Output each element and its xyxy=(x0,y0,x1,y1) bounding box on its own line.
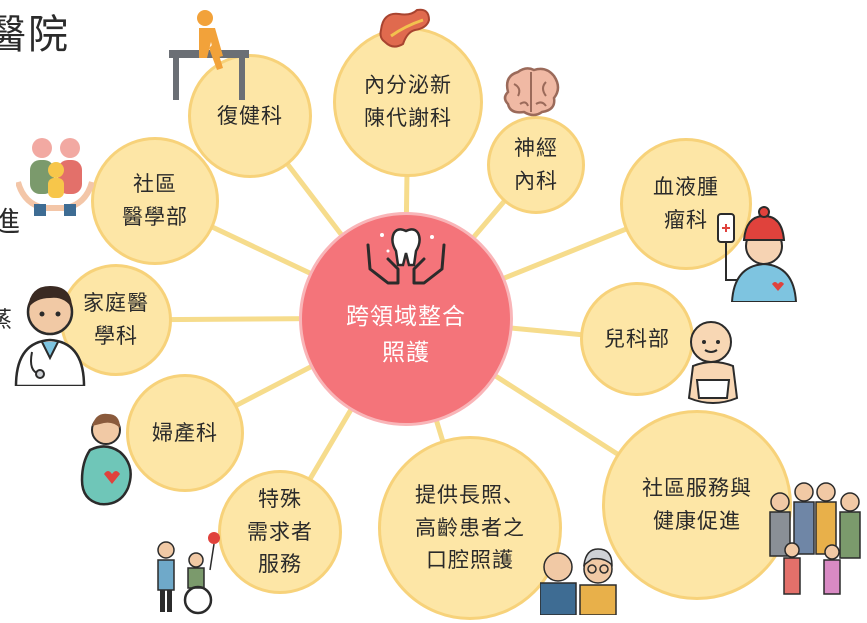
node-label-line: 家庭醫 xyxy=(83,291,149,316)
node-label-line: 血液腫 xyxy=(653,175,719,200)
wheelchair-family-icon xyxy=(157,532,220,615)
node-label-line: 高齡患者之 xyxy=(415,515,525,540)
node-long-term-oral-care: 提供長照、 高齡患者之 口腔照護 xyxy=(378,436,562,620)
center-label-line: 跨領域整合 xyxy=(346,304,466,331)
center-node: 跨領域整合 照護 xyxy=(299,212,513,426)
node-community-medicine: 社區 醫學部 xyxy=(91,137,219,265)
node-obgyn: 婦產科 xyxy=(126,374,244,492)
node-label-line: 瘤科 xyxy=(664,208,708,232)
node-label-line: 學科 xyxy=(94,324,138,348)
patient-iv-icon xyxy=(717,206,798,302)
node-label-line: 醫學部 xyxy=(122,205,188,229)
baby-icon xyxy=(687,321,739,404)
node-label-line: 服務 xyxy=(258,552,302,577)
node-label-line: 社區 xyxy=(133,172,177,197)
family-group-icon xyxy=(769,482,861,595)
partial-edge-text: 蒸 xyxy=(0,308,13,333)
node-special-needs: 特殊 需求者 服務 xyxy=(218,470,342,594)
caring-hands-family-icon xyxy=(16,138,94,216)
brain-icon xyxy=(503,67,560,117)
center-label-line: 照護 xyxy=(382,340,430,366)
page-title-partial: 醫院 xyxy=(0,12,70,58)
node-label-line: 社區服務與 xyxy=(642,476,752,501)
pregnant-woman-icon xyxy=(80,413,132,506)
node-endocrinology: 內分泌新 陳代謝科 xyxy=(333,27,483,177)
elderly-couple-icon xyxy=(540,548,617,615)
node-label-line: 兒科部 xyxy=(604,326,670,351)
partial-edge-text: 進 xyxy=(0,205,21,238)
node-label-line: 需求者 xyxy=(247,519,313,544)
node-rehabilitation: 復健科 xyxy=(188,54,312,178)
node-label-line: 健康促進 xyxy=(653,509,741,533)
node-label-line: 內分泌新 xyxy=(364,73,452,98)
node-label-line: 婦產科 xyxy=(152,420,218,445)
node-pediatrics: 兒科部 xyxy=(580,282,694,396)
node-label-line: 陳代謝科 xyxy=(364,106,452,130)
node-label-line: 口腔照護 xyxy=(426,548,514,573)
node-label-line: 提供長照、 xyxy=(415,483,525,508)
node-neurology: 神經 內科 xyxy=(487,116,585,214)
node-label-line: 神經 xyxy=(514,136,558,161)
node-label-line: 特殊 xyxy=(258,487,302,512)
tooth-in-hands-icon xyxy=(366,228,446,285)
doctor-icon xyxy=(14,286,86,386)
pancreas-organ-icon xyxy=(379,8,431,48)
rehab-person-icon xyxy=(169,10,249,100)
node-label-line: 復健科 xyxy=(217,103,283,128)
node-community-service: 社區服務與 健康促進 xyxy=(602,410,792,600)
node-label-line: 內科 xyxy=(514,169,558,193)
node-hematology-oncology: 血液腫 瘤科 xyxy=(620,138,752,270)
